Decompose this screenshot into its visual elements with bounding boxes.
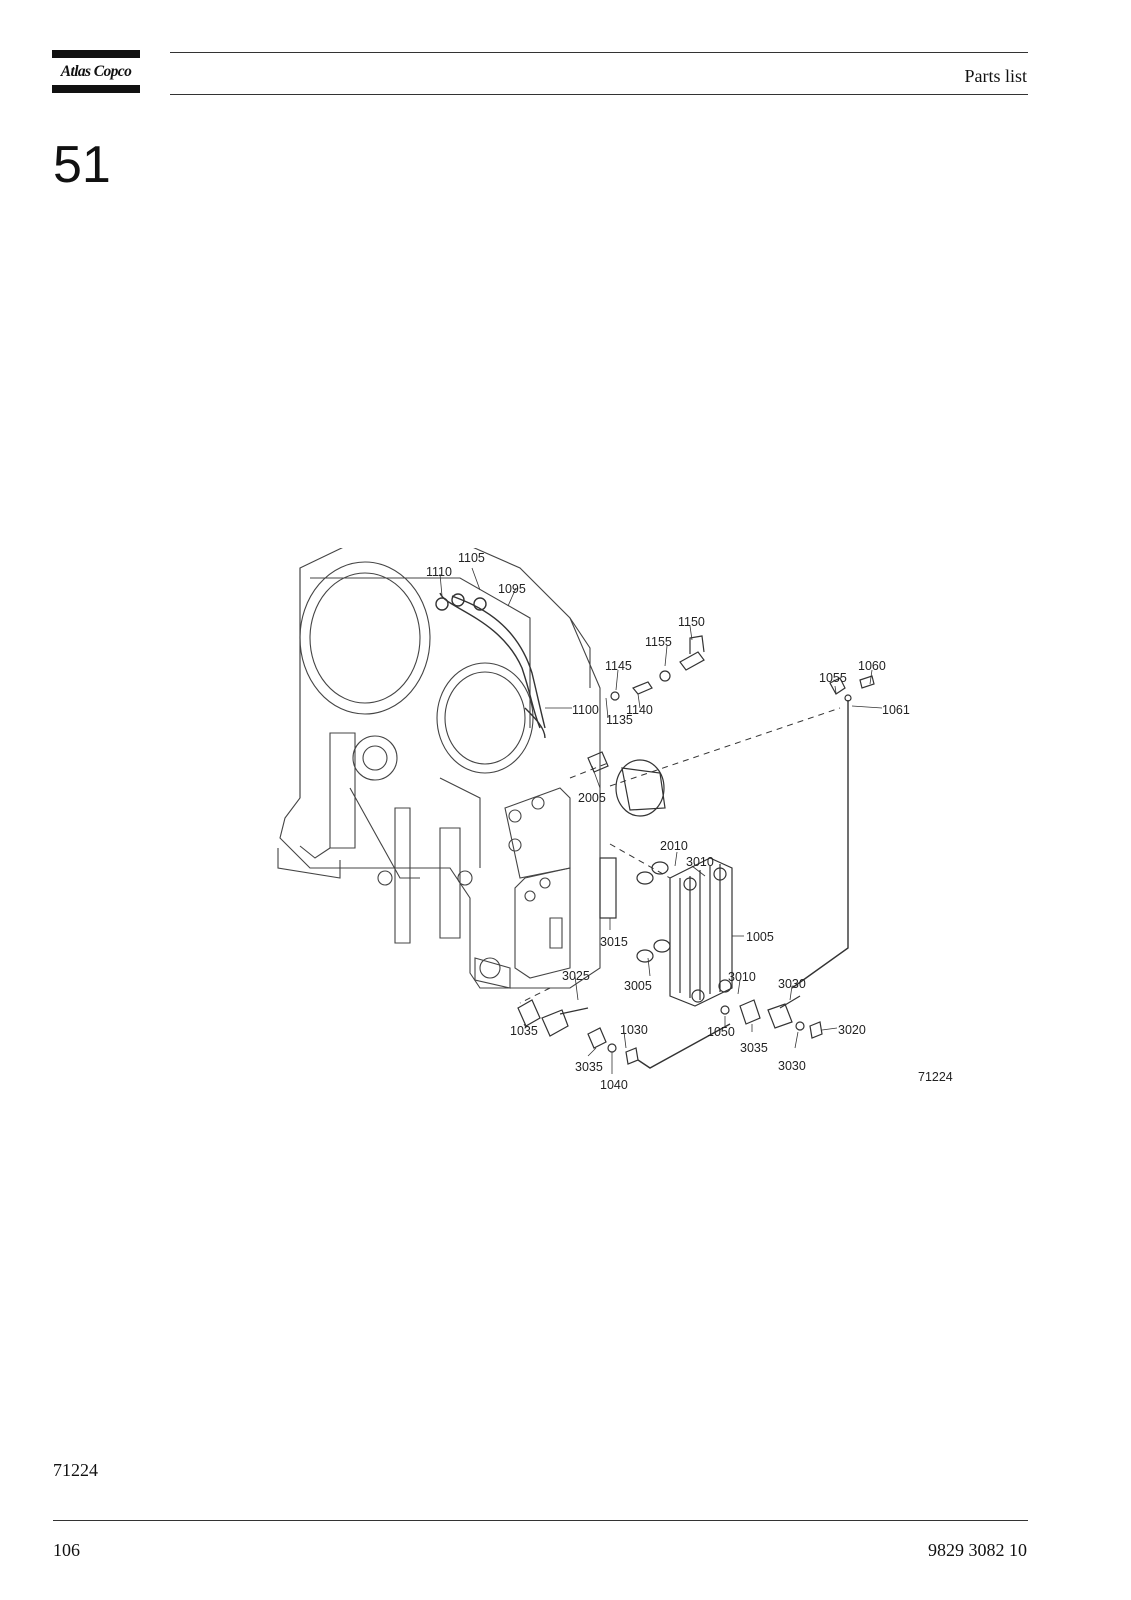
oil-pipe xyxy=(637,700,849,1069)
callout-1040: 1040 xyxy=(600,1078,628,1092)
callout-3020: 3020 xyxy=(838,1023,866,1037)
callout-1055: 1055 xyxy=(819,671,847,685)
callout-labels: 1105 1110 1095 1150 1155 1145 1060 1055 1061 1100… xyxy=(426,551,953,1092)
callout-1060: 1060 xyxy=(858,659,886,673)
callout-1105: 1105 xyxy=(458,551,485,565)
callout-1110: 1110 xyxy=(426,565,452,579)
assembly-guide-lines xyxy=(519,707,841,1004)
callout-3015: 3015 xyxy=(600,935,628,949)
drawing-number: 71224 xyxy=(918,1070,953,1084)
hose-assembly xyxy=(435,592,546,739)
callout-1100: 1100 xyxy=(572,703,599,717)
atlas-copco-logo: Atlas Copco xyxy=(52,50,140,94)
drain-valve-parts xyxy=(517,995,823,1065)
callout-1030: 1030 xyxy=(620,1023,648,1037)
callout-1035: 1035 xyxy=(510,1024,538,1038)
logo-wordmark: Atlas Copco xyxy=(60,63,132,80)
callout-3010: 3010 xyxy=(728,970,756,984)
callout-1150: 1150 xyxy=(678,615,705,629)
callout-1061: 1061 xyxy=(882,703,910,717)
oil-cooler-drawing xyxy=(599,857,733,1007)
callout-1005: 1005 xyxy=(746,930,774,944)
callout-1145: 1145 xyxy=(605,659,632,673)
filter-and-connector-parts xyxy=(587,635,875,817)
callout-1095: 1095 xyxy=(498,582,526,596)
callout-1140: 1140 xyxy=(626,703,653,717)
callout-leaders xyxy=(439,567,883,1074)
exploded-parts-drawing: 1105 1110 1095 1150 1155 1145 1060 1055 1061 1100… xyxy=(277,548,953,1092)
logo-bottom-bar xyxy=(52,85,140,93)
page-number: 106 xyxy=(53,1540,80,1560)
callout-3025: 3025 xyxy=(562,969,590,983)
callout-1050: 1050 xyxy=(707,1025,735,1039)
callout-2010: 2010 xyxy=(660,839,688,853)
callout-1155: 1155 xyxy=(645,635,672,649)
header-rule-top xyxy=(170,52,1028,53)
callout-3035: 3035 xyxy=(575,1060,603,1074)
gear-casing-drawing xyxy=(277,548,601,989)
callout-3005: 3005 xyxy=(624,979,652,993)
figure-id: 71224 xyxy=(53,1460,98,1480)
header-rule-bottom xyxy=(170,94,1028,95)
callout-3010: 3010 xyxy=(686,855,714,869)
callout-1135: 1135 xyxy=(606,713,633,727)
section-number: 51 xyxy=(53,136,111,194)
logo-top-bar xyxy=(52,50,140,58)
footer-rule xyxy=(53,1520,1028,1521)
callout-2005: 2005 xyxy=(578,791,606,805)
page-title: Parts list xyxy=(964,66,1027,86)
callout-3030: 3030 xyxy=(778,977,806,991)
document-number: 9829 3082 10 xyxy=(928,1540,1027,1560)
callout-3030: 3030 xyxy=(778,1059,806,1073)
callout-3035: 3035 xyxy=(740,1041,768,1055)
